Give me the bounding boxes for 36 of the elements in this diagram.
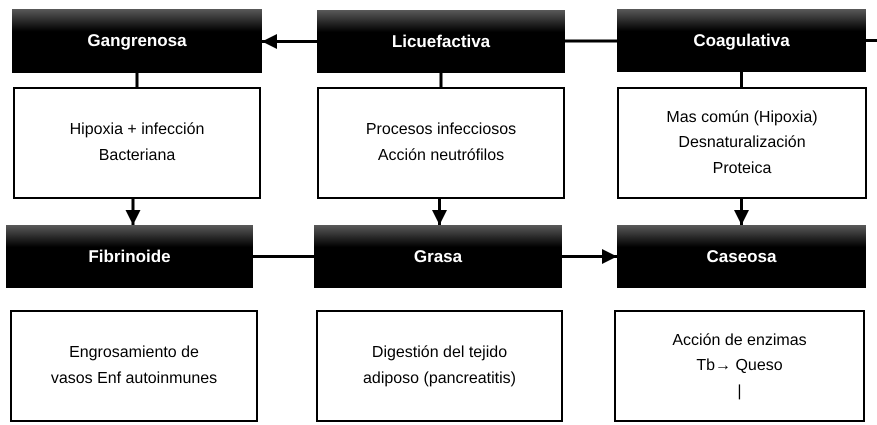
arrow [734,199,749,225]
header-box [6,225,253,288]
box-text: Engrosamiento de vasos Enf autoinmunes [50,343,218,389]
header-text: Coagulativa [693,30,790,52]
arrow [432,199,447,225]
header-text: Fibrinoide [88,246,171,268]
header-box [617,225,866,288]
connector-line [440,73,442,87]
header-text: Gangrenosa [87,30,187,52]
box-text: Procesos infecciosos Acción neutrófilos [364,120,518,166]
header-box [617,9,866,72]
connector-line [253,255,314,258]
text-box [10,310,258,422]
box-text: Digestión del tejido adiposo (pancreatitis) [362,343,517,389]
text-box [316,310,563,422]
text-box [614,310,865,422]
arrow [262,34,317,49]
header-text: Licuefactiva [392,30,490,52]
connector-line [740,72,743,87]
arrow [562,249,617,264]
connector-line [866,39,877,42]
box-text: Hipoxia + infección Bacteriana [68,120,206,166]
box-text: Mas común (Hipoxia) Desnaturalización Proteica [665,108,819,179]
arrow [126,199,140,225]
header-text: Caseosa [706,246,776,268]
text-box [13,87,261,199]
box-text: | [737,382,742,402]
text-box [617,87,867,199]
connector-line [136,73,138,87]
header-box [12,9,262,73]
header-box [314,225,562,288]
text-box [317,87,565,199]
connector-line [565,40,617,42]
box-text: Acción de enzimas Tb→ Queso [671,330,808,376]
header-box [317,10,565,73]
header-text: Grasa [414,246,462,268]
